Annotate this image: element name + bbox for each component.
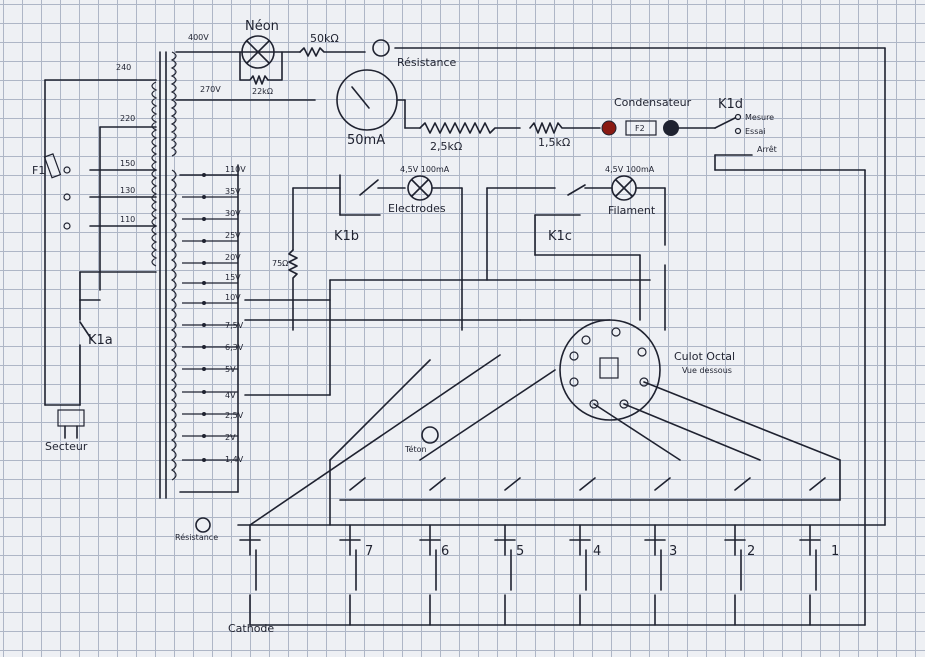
lt-tap-dots [202, 173, 206, 462]
selector-switch-bank[interactable] [239, 477, 826, 626]
milliammeter [336, 69, 398, 131]
label-meter: 50mA [347, 133, 385, 148]
label-r50k: 50kΩ [310, 32, 339, 45]
switch-number: 6 [441, 544, 449, 559]
label-r22k: 22kΩ [252, 87, 273, 96]
label-teton: Téton [404, 444, 427, 454]
lt-coil [170, 169, 177, 481]
switch-number: 2 [747, 544, 755, 559]
label-arret: Arrêt [757, 144, 777, 154]
switch-number: 3 [669, 544, 677, 559]
label-cathode: Cathode [228, 622, 274, 635]
label-k1b: K1b [334, 229, 359, 244]
mains-plug [57, 409, 85, 427]
label-resistance-top: Résistance [397, 56, 457, 69]
resistor-50k [299, 47, 366, 57]
label-400v: 400V [188, 33, 209, 42]
label-vue: Vue dessous [682, 366, 732, 375]
label-r2k5: 2,5kΩ [430, 140, 462, 153]
label-essai: Essai [745, 127, 766, 136]
label-secteur: Secteur [45, 440, 88, 453]
octal-socket [559, 319, 661, 421]
label-condensateur: Condensateur [614, 96, 692, 109]
tap-label: 2V [225, 433, 236, 442]
fuse-f2 [625, 120, 657, 136]
label-k1a: K1a [88, 333, 113, 348]
octal-pins [569, 327, 649, 409]
label-220: 220 [120, 114, 135, 123]
tap-label: 10V [225, 293, 241, 302]
label-electrodes: Electrodes [388, 202, 446, 215]
condenser-terminal-left[interactable] [601, 120, 617, 136]
switch-number: 4 [593, 544, 601, 559]
resistor-1k5 [529, 122, 601, 134]
label-resistance-bottom: Résistance [175, 532, 218, 542]
ht-coil [170, 51, 177, 157]
label-240: 240 [116, 63, 131, 72]
primary-coil [151, 81, 158, 267]
tap-label: 6,3V [225, 343, 244, 352]
label-mesure: Mesure [745, 113, 774, 122]
fuse-f1 [43, 153, 62, 179]
switch-number: 5 [516, 544, 524, 559]
label-130: 130 [120, 186, 135, 195]
tap-label: 20V [225, 253, 241, 262]
tap-label: 2,5V [225, 411, 244, 420]
label-270v: 270V [200, 85, 221, 94]
k1c-switch[interactable] [567, 184, 586, 196]
resistor-75 [288, 249, 298, 331]
label-k1c: K1c [548, 229, 572, 244]
tap-label: 30V [225, 209, 241, 218]
neon-lamp [241, 35, 275, 69]
switch-numbers: 7 6 5 4 3 2 1 [365, 544, 839, 559]
label-150: 150 [120, 159, 135, 168]
switch-number: 7 [365, 544, 373, 559]
label-lamp2: 4,5V 100mA [605, 165, 655, 174]
label-lamp1: 4,5V 100mA [400, 165, 450, 174]
tap-label: 7,5V [225, 321, 244, 330]
label-k1d: K1d [718, 97, 743, 112]
label-neon: Néon [245, 19, 279, 34]
tap-label: 110V [225, 165, 246, 174]
label-110: 110 [120, 215, 135, 224]
condenser-terminal-right[interactable] [663, 120, 679, 136]
label-filament: Filament [608, 204, 656, 217]
resistance-terminal[interactable] [195, 517, 211, 533]
k1d-switch[interactable] [714, 117, 736, 129]
tap-label: 35V [225, 187, 241, 196]
label-culot: Culot Octal [674, 350, 735, 363]
switch-number: 1 [831, 544, 839, 559]
resistor-2k5 [419, 122, 521, 134]
label-f2: F2 [635, 124, 645, 133]
tap-label: 1,4V [225, 455, 244, 464]
transformer-core [159, 51, 167, 499]
label-r75: 75Ω [272, 259, 288, 268]
k1a-switch[interactable] [79, 321, 93, 341]
tap-labels: 110V 35V 30V 25V 20V 15V 10V 7,5V 6,3V 5… [225, 165, 246, 464]
tap-label: 25V [225, 231, 241, 240]
label-f1: F1 [32, 164, 45, 177]
k1b-switch[interactable] [359, 179, 379, 196]
tap-label: 15V [225, 273, 241, 282]
label-r1k5: 1,5kΩ [538, 136, 570, 149]
tap-label: 5V [225, 365, 236, 374]
tap-label: 4V [225, 391, 236, 400]
